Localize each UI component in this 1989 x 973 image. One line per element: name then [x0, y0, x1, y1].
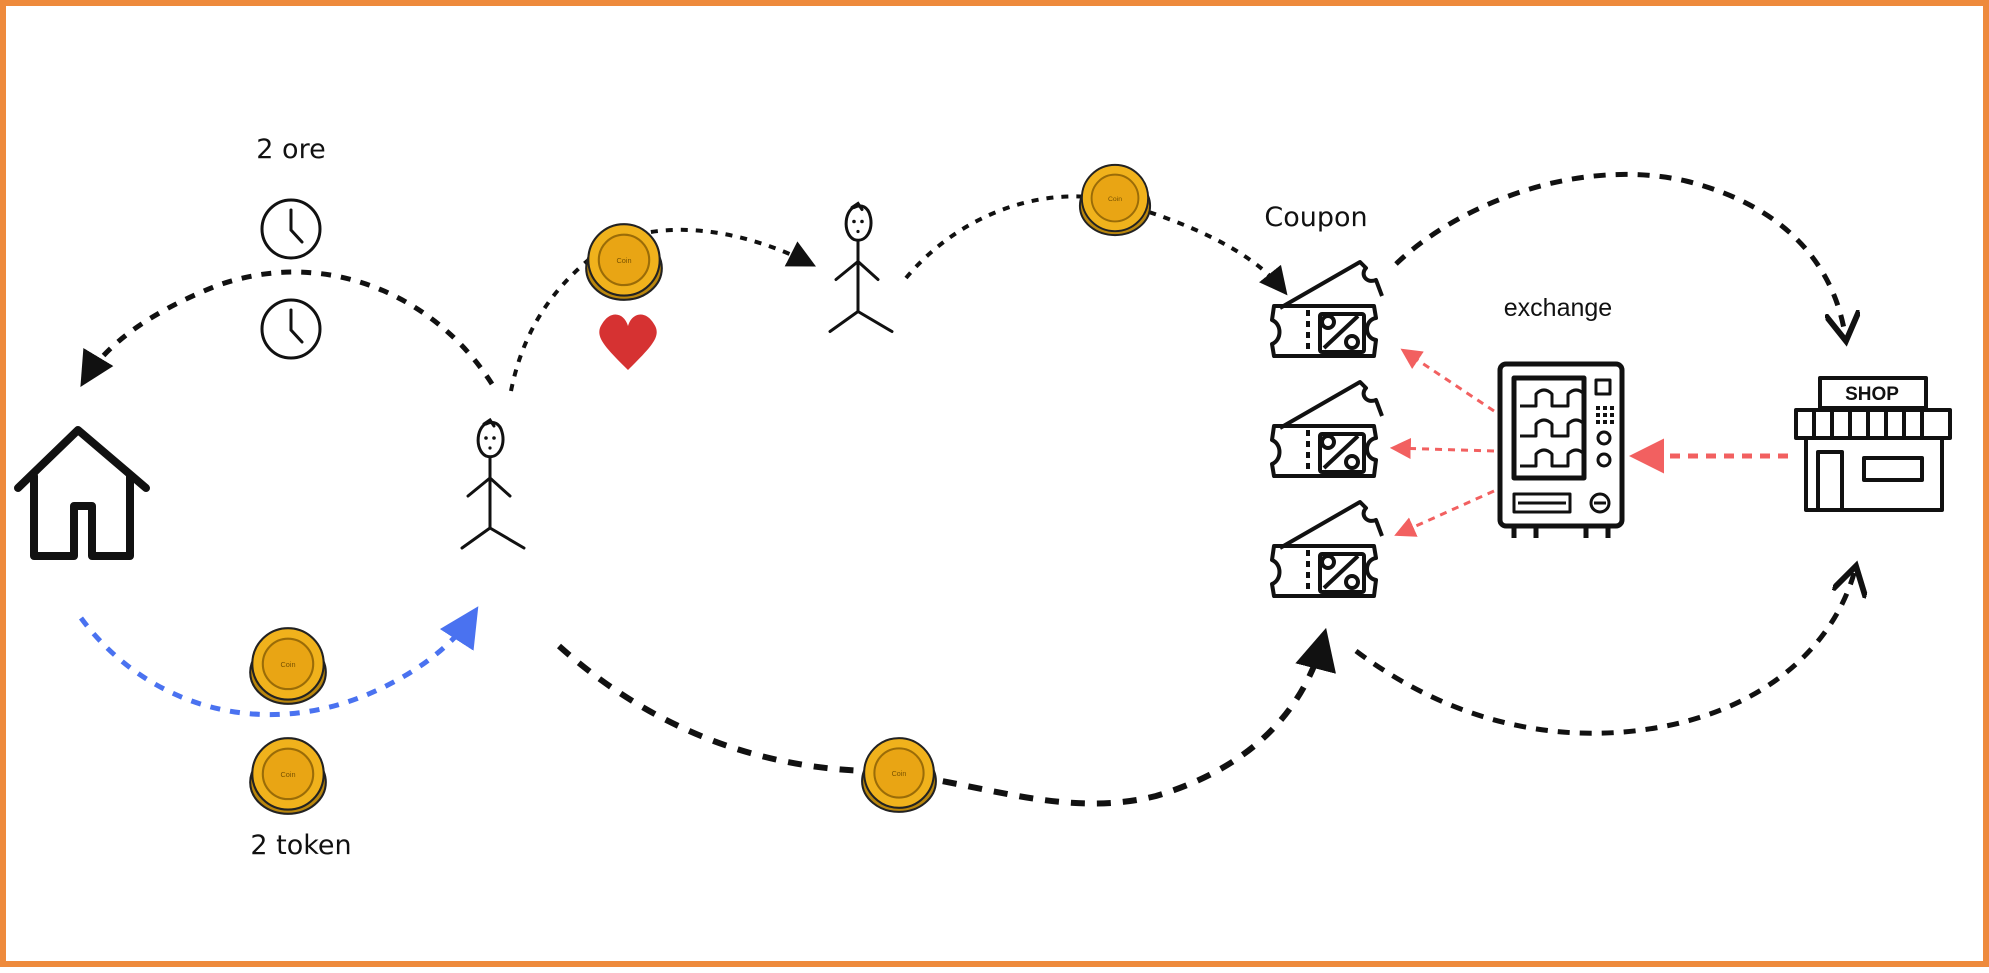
arrow-person-to-person	[509, 227, 816, 392]
exchange-label: exchange	[1504, 294, 1612, 322]
vending-machine-icon	[1497, 361, 1625, 538]
token-label: 2 token	[250, 830, 351, 861]
house-icon	[14, 426, 150, 560]
stick-figure-icon	[460, 418, 526, 550]
heart-icon	[599, 314, 657, 370]
flow-diagram: Coin	[14, 134, 1952, 861]
coupon-label: Coupon	[1264, 202, 1367, 233]
arrow-shop-to-coupon	[1354, 566, 1856, 736]
shop-icon	[1794, 376, 1952, 512]
shop-sign-label: SHOP	[1845, 384, 1899, 405]
arrow-exchange-to-coupon-3	[1394, 489, 1495, 537]
coin-icon	[861, 737, 937, 813]
stick-figure-icon	[828, 201, 894, 334]
clock-icon	[260, 298, 322, 360]
arrow-coupon-to-shop	[1394, 172, 1846, 341]
arrow-exchange-to-coupon-1	[1400, 348, 1495, 413]
arrow-person-to-coupon	[904, 194, 1288, 296]
arrow-person-to-coupon-bottom	[556, 627, 1336, 807]
coin-icon	[585, 223, 663, 301]
arrow-house-to-person	[78, 606, 479, 717]
coupon-ticket-icon	[1272, 262, 1382, 356]
coupon-ticket-icon	[1272, 502, 1382, 596]
clock-icon	[260, 198, 322, 260]
coupon-ticket-icon	[1272, 382, 1382, 476]
arrow-exchange-to-coupon-2	[1389, 438, 1495, 459]
coin-icon	[249, 627, 327, 705]
ore-label: 2 ore	[256, 134, 325, 165]
arrow-person-to-house	[80, 269, 495, 388]
coin-icon	[1078, 163, 1152, 237]
coin-icon	[249, 737, 327, 815]
